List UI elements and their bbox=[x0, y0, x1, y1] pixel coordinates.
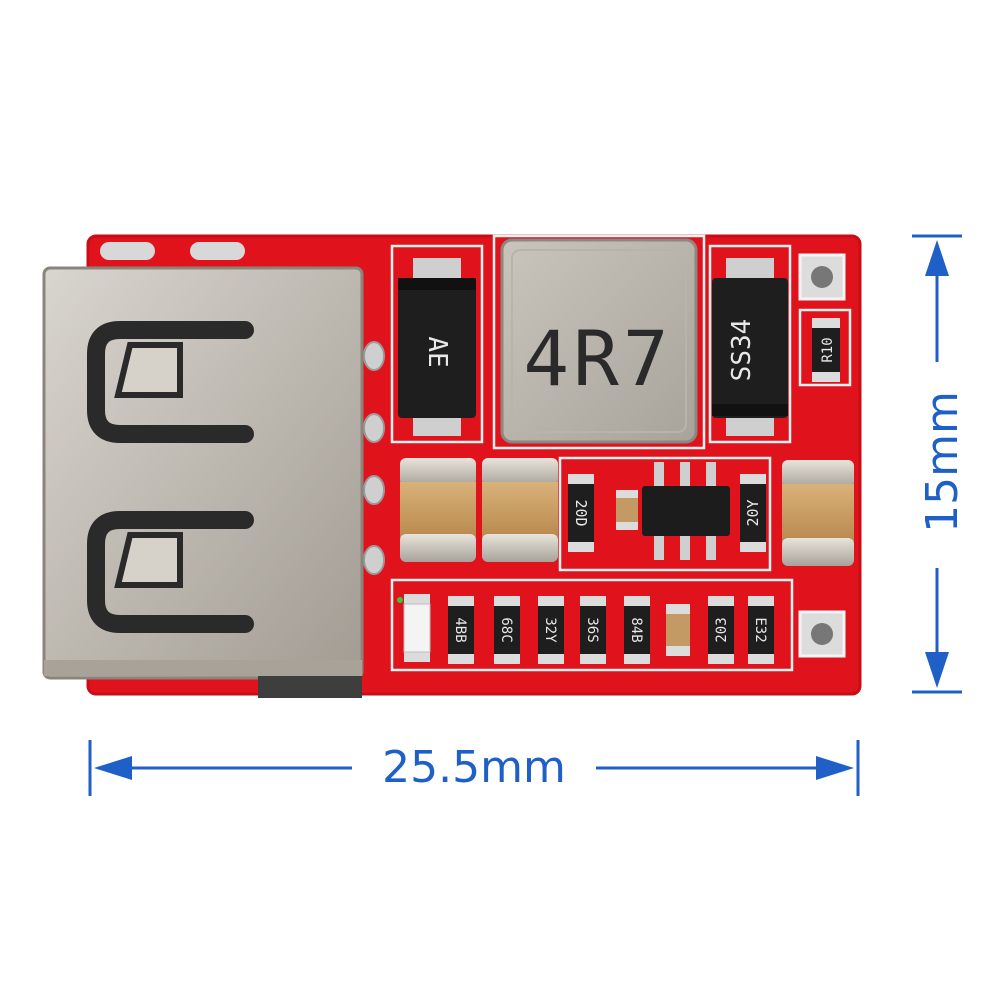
resistor-row: 4BB 68C 32Y 36S 84B 203 bbox=[448, 596, 774, 664]
resistor-3: 32Y bbox=[538, 596, 564, 664]
capacitor-2 bbox=[482, 458, 558, 562]
silkscreen-outlines bbox=[390, 234, 852, 672]
inductor-label: 4R7 bbox=[523, 314, 672, 403]
r20y-label: 20Y bbox=[744, 499, 762, 526]
diode-left-label: AE bbox=[422, 336, 452, 367]
mount-hole bbox=[798, 610, 846, 658]
r7-label: E32 bbox=[752, 617, 768, 642]
edge-pad bbox=[190, 242, 245, 260]
inductor: 4R7 bbox=[500, 238, 698, 444]
resistor-20d: 20D bbox=[568, 474, 594, 552]
resistor-5: 84B bbox=[624, 596, 650, 664]
small-capacitor-2 bbox=[666, 604, 690, 656]
r3-label: 32Y bbox=[542, 617, 558, 643]
resistor-6: 203 bbox=[708, 596, 734, 664]
r2-label: 68C bbox=[498, 617, 514, 642]
arrow-down-icon bbox=[925, 652, 949, 688]
mount-hole bbox=[798, 253, 846, 301]
height-dimension bbox=[912, 234, 962, 694]
arrow-up-icon bbox=[925, 240, 949, 276]
ic-chip bbox=[642, 462, 730, 560]
r6-label: 203 bbox=[714, 617, 730, 642]
r20d-label: 20D bbox=[572, 499, 590, 526]
arrow-left-icon bbox=[94, 756, 132, 780]
usb-port-icon bbox=[42, 266, 364, 698]
diode-right: SS34 bbox=[712, 258, 788, 436]
r5-label: 84B bbox=[628, 617, 644, 642]
r1-label: 4BB bbox=[452, 617, 468, 642]
resistor-r10: R10 bbox=[812, 318, 840, 382]
diode-right-label: SS34 bbox=[727, 319, 757, 382]
resistor-1: 4BB bbox=[448, 596, 474, 664]
small-capacitor bbox=[616, 490, 638, 530]
width-dimension bbox=[88, 740, 860, 796]
r10-label: R10 bbox=[820, 337, 836, 362]
led-icon bbox=[397, 594, 431, 662]
usb-pins bbox=[363, 341, 385, 575]
arrow-right-icon bbox=[816, 756, 854, 780]
height-label: 15mm bbox=[917, 391, 968, 533]
capacitor-1 bbox=[400, 458, 476, 562]
resistor-2: 68C bbox=[494, 596, 520, 664]
resistor-4: 36S bbox=[580, 596, 606, 664]
diode-left: AE bbox=[398, 258, 476, 436]
capacitor-3 bbox=[782, 460, 854, 566]
resistor-20y: 20Y bbox=[740, 474, 766, 552]
edge-pad bbox=[100, 242, 155, 260]
width-label: 25.5mm bbox=[382, 742, 566, 793]
r4-label: 36S bbox=[584, 617, 600, 642]
resistor-7: E32 bbox=[748, 596, 774, 664]
